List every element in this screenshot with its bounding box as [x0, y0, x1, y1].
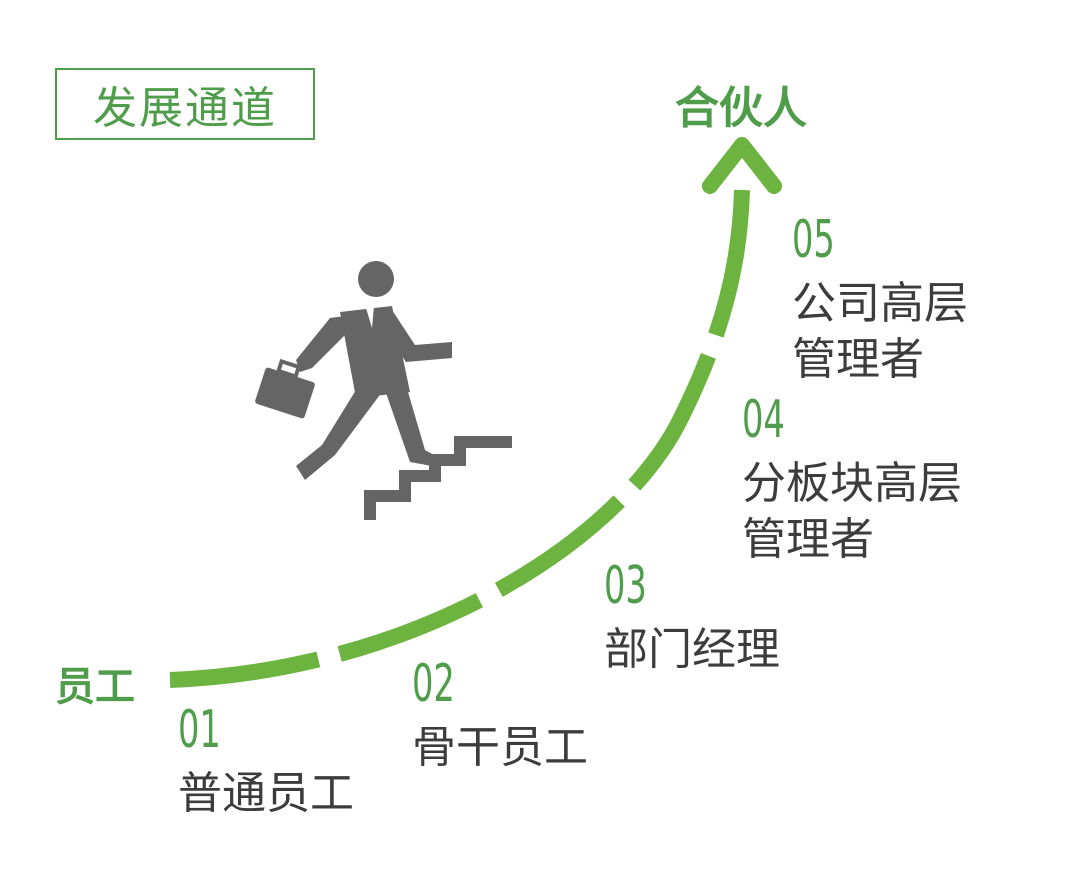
- stage-number: 04: [742, 390, 785, 450]
- stage-name: 分板块高层 管理者: [742, 458, 962, 565]
- stage-02: 02 骨干员工: [412, 658, 588, 776]
- stage-05: 05 公司高层 管理者: [792, 214, 968, 388]
- stage-name: 骨干员工: [412, 722, 588, 773]
- stage-number: 05: [792, 210, 835, 270]
- page-title-text: 发展通道: [93, 83, 277, 134]
- stage-name: 普通员工: [178, 768, 354, 819]
- growth-curve: [169, 189, 750, 688]
- end-label: 合伙人: [675, 83, 807, 134]
- businessman-climbing-stairs-icon: [255, 261, 512, 520]
- stage-04: 04 分板块高层 管理者: [742, 394, 962, 568]
- start-label: 员工: [55, 664, 135, 710]
- stage-03: 03 部门经理: [604, 560, 780, 678]
- stage-number: 01: [178, 700, 221, 760]
- stage-number: 03: [604, 556, 647, 616]
- page-title: 发展通道: [55, 68, 315, 140]
- stage-01: 01 普通员工: [178, 704, 354, 822]
- stage-name: 部门经理: [604, 624, 780, 675]
- stage-number: 02: [412, 654, 455, 714]
- arrow-up-icon: [702, 137, 782, 194]
- stage-name: 公司高层 管理者: [792, 278, 968, 385]
